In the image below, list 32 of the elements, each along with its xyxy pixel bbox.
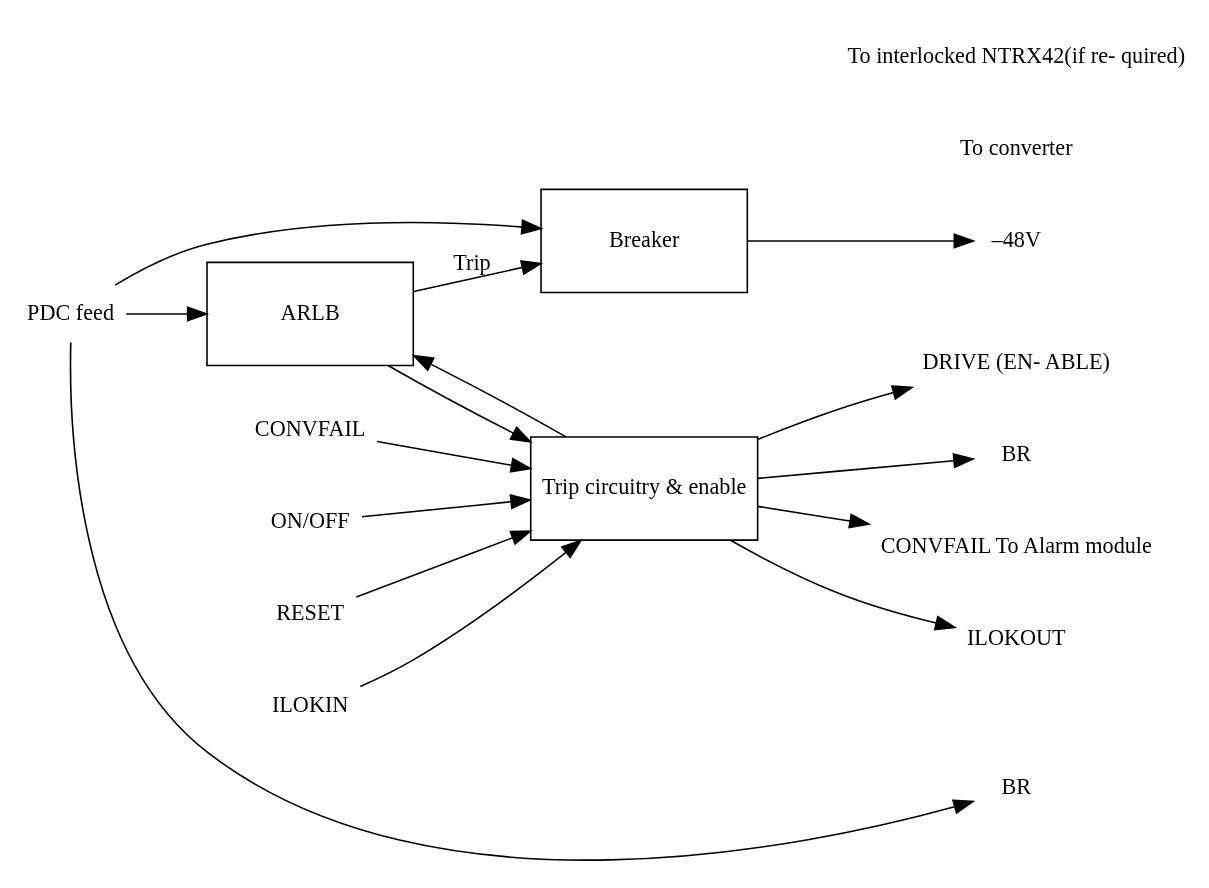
arrow [412,259,544,292]
label: To interlocked NTRX42(if re- quired) [847,42,1186,68]
arrow [757,452,976,479]
node-text: CONVFAIL [254,415,366,441]
node-text: –48V [991,226,1041,252]
arrow [757,384,915,440]
arrow [757,505,872,529]
node-text: BR [1001,773,1032,799]
edge-label: Trip [453,249,491,275]
node-text: ILOKOUT [966,624,1066,650]
arrow [69,341,976,861]
arrow [376,440,533,473]
node-text: PDC feed [27,299,114,325]
node-text: BR [1001,440,1032,466]
node-text: ILOKIN [271,691,349,717]
arrow [729,539,958,630]
arrow [411,354,567,437]
arrow [355,529,533,598]
arrow [125,305,210,322]
node-text: CONVFAIL To Alarm module [880,532,1152,558]
arrow [387,364,533,443]
node-box: ARLB [206,261,415,366]
arrow [114,218,544,286]
node-text: DRIVE (EN- ABLE) [922,348,1111,374]
node-box: Trip circuitry & enable [529,435,759,541]
node-text: RESET [276,599,345,625]
arrow [361,493,533,518]
arrow [746,232,976,249]
node-text: ON/OFF [270,507,350,533]
node-box: Breaker [540,188,749,293]
arrow [359,538,583,687]
label: To converter [960,134,1073,160]
